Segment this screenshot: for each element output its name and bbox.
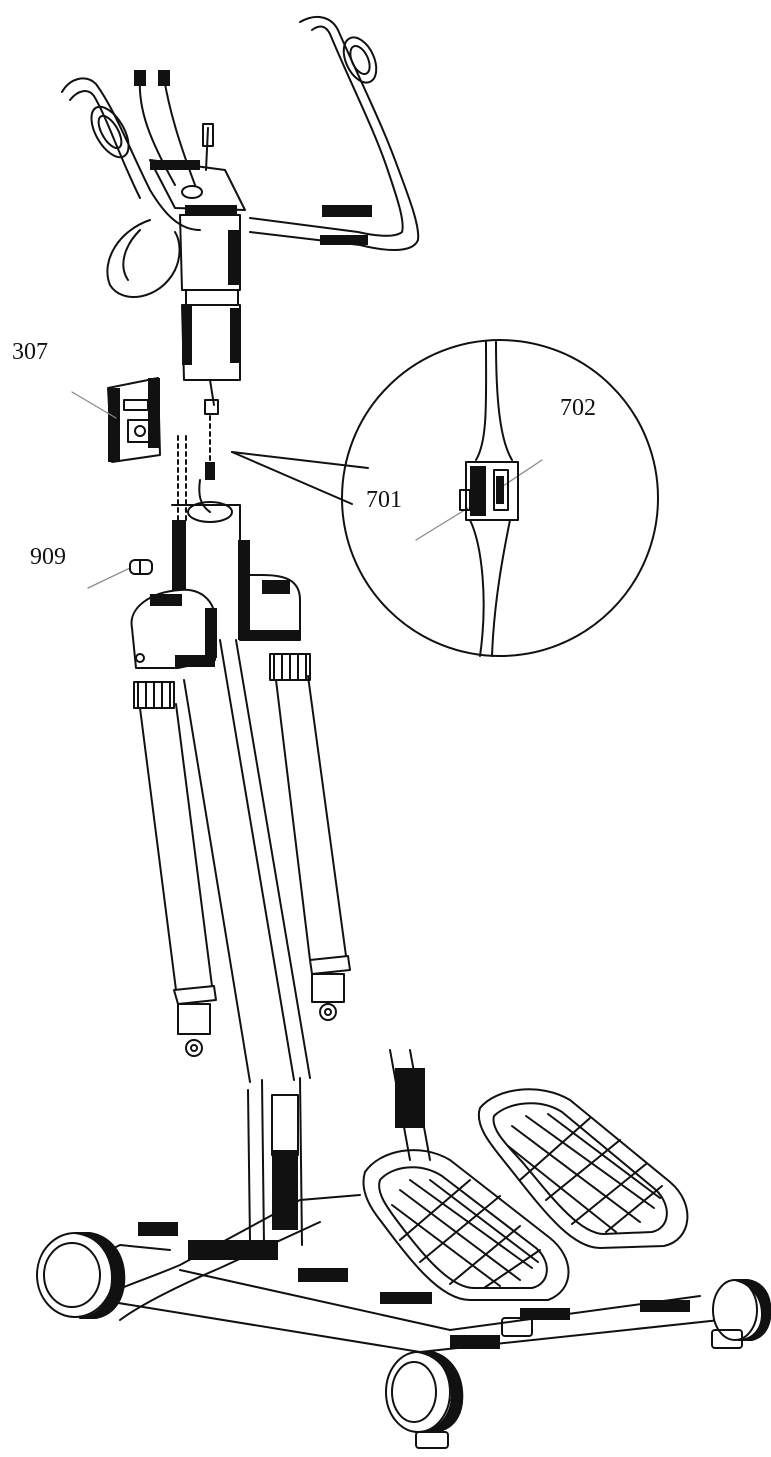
mast [171, 462, 311, 1083]
detail-callout [231, 339, 659, 657]
label-702: 702 [560, 395, 596, 421]
wheel-rear-left [36, 1232, 126, 1319]
wheel-small [501, 1317, 533, 1337]
label-307: 307 [12, 339, 48, 365]
foot-plate-left [362, 1149, 570, 1301]
label-909: 909 [30, 544, 66, 570]
explode-axis [177, 415, 211, 521]
wheel-front [385, 1351, 464, 1449]
wheel-rear-right [711, 1279, 771, 1349]
actuator-right [269, 653, 351, 1021]
base-frame [99, 1049, 721, 1401]
actuator-left [130, 588, 217, 1057]
handlebar-assembly [61, 15, 420, 415]
foot-plate-right [477, 1088, 689, 1249]
plug-909 [129, 559, 153, 575]
bracket-307 [107, 377, 161, 463]
label-701: 701 [366, 487, 402, 513]
